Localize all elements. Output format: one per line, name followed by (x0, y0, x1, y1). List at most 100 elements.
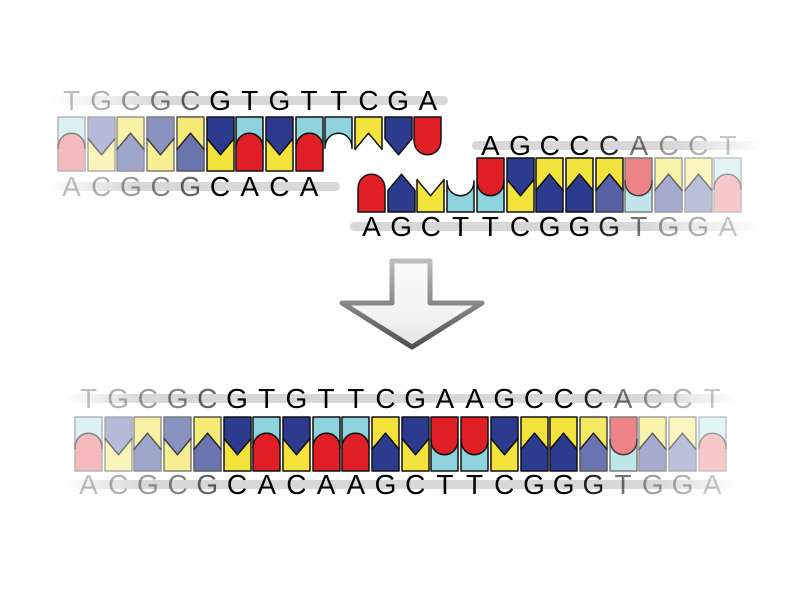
nucleotide-A-bottom (311, 432, 341, 472)
nucleotide-G-top (505, 157, 535, 197)
base-letter-C-top: C (180, 85, 201, 116)
nucleotide-C-top (638, 416, 668, 451)
backbone-band (48, 96, 448, 105)
nucleotide-G-bottom (535, 173, 564, 213)
base-pair-column--G (386, 173, 416, 213)
base-letter-G-bottom: G (523, 469, 545, 500)
base-pair-column-GC (86, 116, 116, 172)
base-pair-column-GC (146, 116, 175, 172)
base-letter-A-top: A (613, 383, 633, 414)
nucleotide-C-top (519, 416, 549, 451)
base-letter-A-bottom: A (240, 171, 260, 202)
nucleotide-C-top (116, 116, 146, 151)
base-letter-C-top: C (688, 130, 709, 161)
base-letter-C-top: C (539, 130, 560, 161)
base-pair-column-CG (133, 416, 163, 472)
nucleotide-T-top (311, 416, 341, 450)
base-letter-C-top: C (137, 383, 158, 414)
nucleotide-T-top (324, 116, 354, 150)
base-pair-column-TA (235, 116, 264, 172)
base-letter-A-top: A (465, 383, 484, 414)
base-pair-column-A- (413, 116, 443, 156)
nucleotide-C-bottom (86, 137, 116, 172)
base-pair-column-AT (460, 416, 489, 472)
base-pair-column-TA (294, 116, 324, 172)
base-letter-T-bottom: T (481, 211, 499, 242)
base-pair-column-CG (668, 416, 697, 472)
base-pair-column-GC (205, 116, 235, 172)
base-pair-column-CG (519, 416, 549, 472)
base-letter-G-bottom: G (120, 171, 142, 202)
base-letter-C-bottom: C (405, 469, 426, 500)
nucleotide-G-bottom (386, 173, 416, 213)
nucleotide-G-top (86, 116, 116, 156)
nucleotide-C-top (579, 416, 608, 451)
base-letter-G-bottom: G (687, 211, 710, 242)
base-letter-C-bottom: C (509, 211, 531, 242)
base-pair-column-CG (654, 157, 683, 213)
nucleotide-G-bottom (133, 432, 163, 472)
backbone-band (472, 141, 764, 150)
base-letter-C-bottom: C (167, 469, 188, 500)
base-pair-column-TA (713, 157, 743, 213)
base-pair-column-G- (383, 116, 413, 156)
base-letter-G-bottom: G (374, 469, 397, 500)
nucleotide-T-bottom (460, 438, 489, 472)
base-letter-A-bottom: A (62, 171, 81, 202)
base-letter-C-top: C (658, 130, 679, 161)
base-pair-column-T- (324, 116, 354, 150)
nucleotide-T-top (74, 416, 103, 450)
base-letter-C-top: C (672, 383, 693, 414)
base-pair-column-GC (505, 157, 535, 213)
base-letter-A-top: A (480, 130, 500, 161)
base-letter-G-top: G (209, 85, 231, 116)
down-arrow-icon (339, 258, 485, 350)
nucleotide-G-top (146, 116, 175, 156)
nucleotide-C-top (371, 416, 400, 451)
base-letter-C-bottom: C (269, 171, 290, 202)
nucleotide-T-bottom (430, 438, 460, 472)
nucleotide-T-bottom (608, 438, 638, 472)
base-letter-G-bottom: G (657, 211, 680, 242)
nucleotide-T-bottom (476, 179, 505, 213)
base-letter-A-bottom: A (346, 469, 366, 500)
base-letter-G-top: G (509, 130, 531, 161)
base-letter-T-top: T (241, 85, 259, 116)
base-letter-T-top: T (62, 85, 81, 116)
base-letter-G-top: G (107, 383, 130, 414)
nucleotide-C-bottom (146, 137, 175, 172)
base-letter-G-bottom: G (598, 211, 620, 242)
base-letter-C-bottom: C (286, 469, 307, 500)
nucleotide-T-top (341, 416, 371, 450)
nucleotide-G-bottom (654, 173, 683, 213)
base-letter-G-top: G (90, 85, 113, 116)
base-letter-C-top: C (583, 383, 604, 414)
base-letter-T-top: T (79, 383, 98, 414)
nucleotide-C-bottom (222, 437, 252, 472)
nucleotide-C-bottom (265, 137, 294, 172)
nucleotide-G-bottom (683, 173, 713, 213)
base-pair-column-TA (311, 416, 341, 472)
base-letter-G-bottom: G (641, 469, 664, 500)
base-letter-C-bottom: C (420, 211, 441, 242)
nucleotide-C-top (535, 157, 564, 192)
base-letter-C-top: C (120, 85, 141, 116)
base-pair-column-C- (354, 116, 383, 151)
nucleotide-C-bottom (416, 178, 446, 213)
base-letter-G-top: G (404, 383, 427, 414)
base-letter-T-bottom: T (614, 469, 632, 500)
nucleotide-G-bottom (549, 432, 578, 472)
base-letter-T-top: T (317, 383, 335, 414)
base-letter-G-bottom: G (390, 211, 413, 242)
base-pair-column--T (446, 179, 475, 213)
base-letter-G-bottom: G (137, 469, 159, 500)
nucleotide-C-bottom (282, 437, 311, 472)
nucleotide-C-bottom (490, 437, 519, 472)
nucleotide-C-bottom (400, 437, 430, 472)
base-letter-T-bottom: T (466, 469, 484, 500)
base-letter-A-top: A (418, 85, 438, 116)
base-letter-T-top: T (703, 383, 721, 414)
ligation-arrow (333, 258, 487, 352)
base-letter-A-bottom: A (362, 211, 381, 242)
base-letter-C-top: C (197, 383, 218, 414)
